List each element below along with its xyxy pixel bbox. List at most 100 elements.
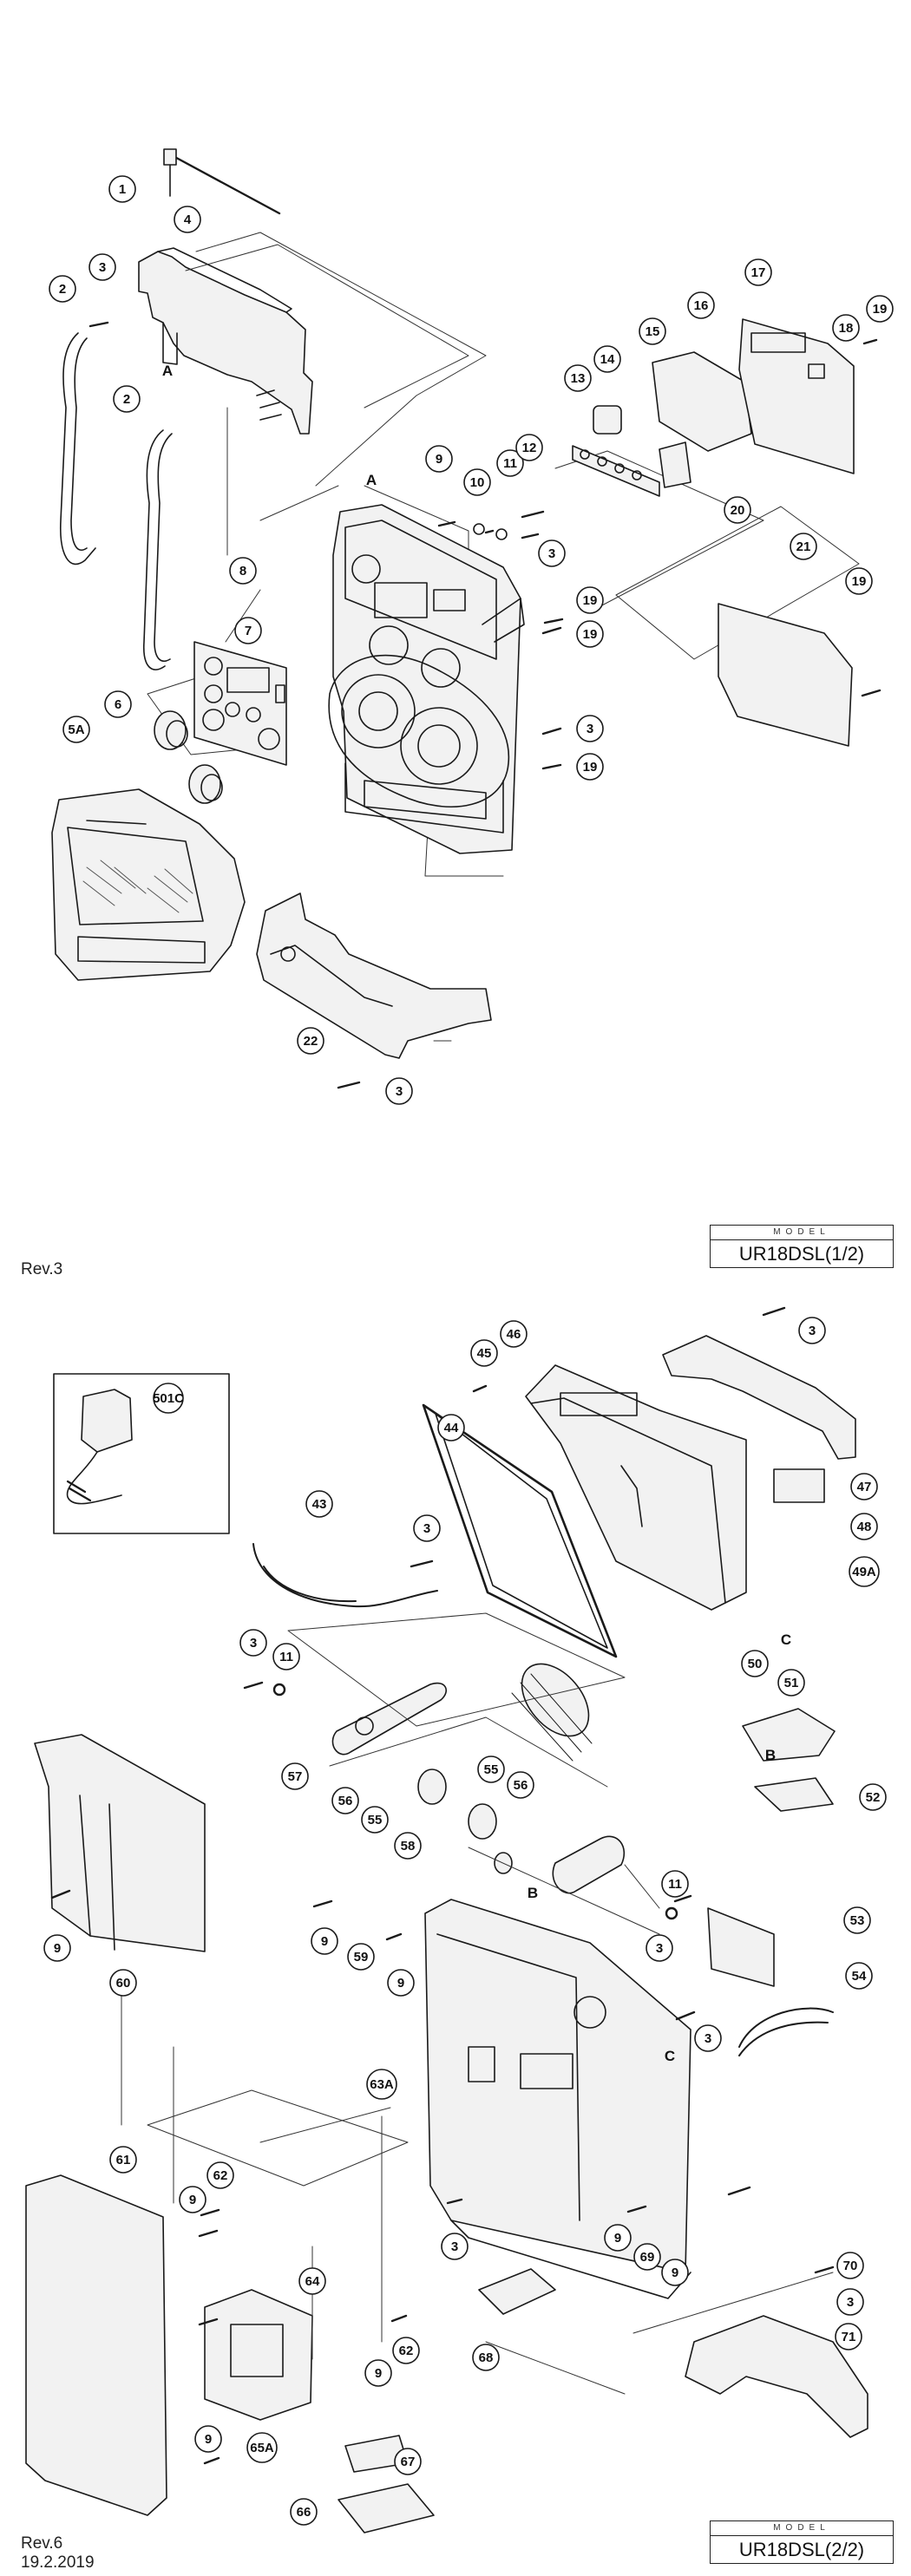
assembly-guide-lines-2 bbox=[121, 1612, 834, 2395]
callout-circle bbox=[385, 1077, 413, 1105]
callout-circle bbox=[413, 1514, 441, 1542]
callout-circle bbox=[394, 1832, 422, 1860]
callout-label: 43 bbox=[312, 1497, 327, 1512]
callout-circle bbox=[646, 1934, 673, 1962]
callout-1: 1 bbox=[108, 175, 136, 203]
latch-spring bbox=[754, 1777, 834, 1812]
callout-circle bbox=[777, 1669, 805, 1697]
callout-circle bbox=[88, 253, 116, 281]
reference-letter-B: B bbox=[528, 1885, 538, 1901]
callout-65A: 65A bbox=[246, 2432, 278, 2463]
callout-circle bbox=[290, 2498, 318, 2526]
handle-bar-part bbox=[331, 1663, 593, 1762]
callout-label: 501C bbox=[153, 1391, 184, 1406]
callout-12: 12 bbox=[515, 434, 543, 461]
callout-circle bbox=[500, 1320, 528, 1348]
reference-letter-C: C bbox=[781, 1631, 791, 1648]
callout-10: 10 bbox=[463, 468, 491, 496]
callout-3: 3 bbox=[576, 715, 604, 742]
callout-circle bbox=[836, 2252, 864, 2279]
callout-circle bbox=[845, 1962, 873, 1990]
left-cover-part bbox=[25, 2174, 167, 2516]
callout-circle bbox=[387, 1969, 415, 1997]
battery-bay-part bbox=[204, 2289, 313, 2421]
bottom-handle-part bbox=[256, 892, 492, 1059]
callout-circle bbox=[564, 364, 592, 392]
callout-label: 9 bbox=[205, 2432, 212, 2447]
callout-label: 10 bbox=[470, 475, 485, 490]
callout-label: 62 bbox=[399, 2344, 414, 2358]
callout-circle bbox=[859, 1783, 887, 1811]
callout-11: 11 bbox=[272, 1643, 300, 1670]
callout-circle bbox=[298, 2267, 326, 2295]
gasket-part bbox=[422, 1403, 618, 1658]
callout-50: 50 bbox=[741, 1650, 769, 1677]
callout-label: 67 bbox=[401, 2455, 416, 2469]
callout-label: 3 bbox=[250, 1636, 257, 1651]
callout-9: 9 bbox=[179, 2186, 206, 2213]
callout-circle bbox=[470, 1339, 498, 1367]
callout-label: 5A bbox=[68, 722, 84, 737]
callout-label: 59 bbox=[354, 1950, 369, 1965]
revision-label: Rev.3 bbox=[21, 1260, 63, 1278]
reference-letter-A: A bbox=[162, 363, 173, 379]
callout-19: 19 bbox=[845, 567, 873, 595]
callout-9: 9 bbox=[661, 2259, 689, 2286]
callout-63A: 63A bbox=[366, 2069, 397, 2100]
callout-circle bbox=[331, 1787, 359, 1814]
model-title-block: MODEL UR18DSL(1/2) bbox=[710, 1225, 894, 1268]
callout-59: 59 bbox=[347, 1943, 375, 1971]
callout-circle bbox=[62, 716, 90, 743]
callout-70: 70 bbox=[836, 2252, 864, 2279]
callout-66: 66 bbox=[290, 2498, 318, 2526]
callout-circle bbox=[281, 1762, 309, 1790]
callout-54: 54 bbox=[845, 1962, 873, 1990]
callout-circle bbox=[576, 586, 604, 614]
bottom-handle-part-2 bbox=[685, 2315, 868, 2438]
pcb-and-buttons-part bbox=[572, 318, 855, 747]
callout-3: 3 bbox=[88, 253, 116, 281]
callout-circle bbox=[174, 206, 201, 233]
callout-label: 14 bbox=[600, 352, 615, 367]
upper-handle-part bbox=[662, 1335, 856, 1460]
revision-label-2: Rev.6 bbox=[21, 2534, 63, 2553]
callout-label: 3 bbox=[423, 1521, 430, 1536]
callout-label: 21 bbox=[796, 539, 811, 554]
callout-circle bbox=[835, 2323, 862, 2350]
screws-and-washers-sheet1 bbox=[88, 305, 882, 1089]
bumper-tube-left-inner bbox=[70, 337, 88, 551]
callout-label: 12 bbox=[522, 441, 537, 455]
callout-circle bbox=[109, 1969, 137, 1997]
callout-3: 3 bbox=[441, 2233, 469, 2260]
callout-3: 3 bbox=[239, 1629, 267, 1657]
callout-label: 19 bbox=[583, 760, 598, 775]
callout-label: 22 bbox=[304, 1034, 318, 1049]
callout-label: 49A bbox=[852, 1565, 876, 1579]
bracket-part-53 bbox=[707, 1907, 775, 1987]
callout-circle bbox=[515, 434, 543, 461]
bumper-tube-mid-inner bbox=[154, 433, 173, 663]
callout-label: 55 bbox=[484, 1762, 499, 1777]
callout-label: 60 bbox=[116, 1976, 131, 1991]
callout-circle bbox=[687, 291, 715, 319]
callout-circle bbox=[639, 317, 666, 345]
callout-label: 19 bbox=[852, 574, 867, 589]
callout-label: 2 bbox=[123, 392, 130, 407]
callout-44: 44 bbox=[437, 1414, 465, 1442]
callout-label: 15 bbox=[646, 324, 660, 339]
callout-circle bbox=[472, 2344, 500, 2371]
callout-label: 44 bbox=[444, 1421, 459, 1435]
cover-part-66 bbox=[338, 2483, 435, 2534]
callout-label: 52 bbox=[866, 1790, 881, 1805]
callout-circle bbox=[153, 1383, 184, 1414]
callout-label: 11 bbox=[668, 1877, 682, 1892]
callout-circle bbox=[724, 496, 751, 524]
callout-56: 56 bbox=[331, 1787, 359, 1814]
callout-3: 3 bbox=[646, 1934, 673, 1962]
callout-circle bbox=[108, 175, 136, 203]
callout-9: 9 bbox=[604, 2224, 632, 2252]
callout-3: 3 bbox=[836, 2288, 864, 2316]
callout-label: 63A bbox=[370, 2077, 394, 2092]
antenna-part bbox=[163, 148, 281, 215]
callout-label: 19 bbox=[583, 593, 598, 608]
